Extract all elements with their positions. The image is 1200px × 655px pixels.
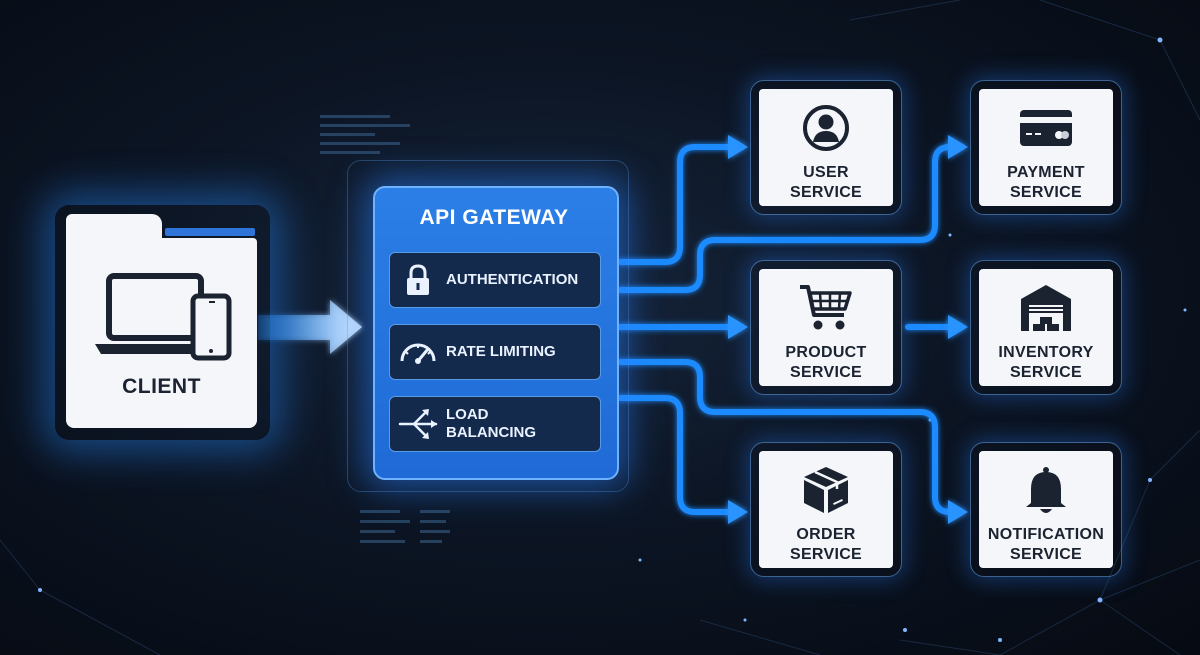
lock-icon — [407, 264, 429, 295]
service-name-line2: SERVICE — [789, 184, 863, 201]
service-name-line2: SERVICE — [1009, 364, 1083, 381]
service-name-line2: SERVICE — [789, 546, 863, 563]
gateway-item-label: LOAD BALANCING — [446, 406, 536, 441]
notification-service-node[interactable]: NOTIFICATION SERVICE — [970, 442, 1122, 577]
flow-to-user-service — [617, 144, 733, 265]
gateway-item-label: RATE LIMITING — [446, 343, 556, 360]
client-to-gateway-arrow — [258, 300, 362, 354]
service-name-line1: NOTIFICATION — [987, 526, 1105, 543]
client-label: CLIENT — [122, 375, 201, 398]
gateway-item-authentication[interactable]: AUTHENTICATION — [389, 252, 601, 308]
user-service-node[interactable]: USER SERVICE — [750, 80, 902, 215]
bell-icon — [1026, 467, 1066, 513]
service-name-line2: SERVICE — [789, 364, 863, 381]
user-icon — [803, 105, 849, 151]
credit-card-icon — [1020, 110, 1072, 146]
service-name-line1: USER — [803, 164, 849, 181]
inventory-service-node[interactable]: INVENTORY SERVICE — [970, 260, 1122, 395]
package-icon — [804, 467, 848, 513]
gateway-item-load-balancing[interactable]: LOAD BALANCING — [389, 396, 601, 452]
service-name-line1: INVENTORY — [998, 344, 1094, 361]
laptop-phone-icon — [94, 273, 231, 361]
service-name-line2: SERVICE — [1009, 546, 1083, 563]
gateway-title: API GATEWAY — [419, 206, 569, 229]
warehouse-icon — [1021, 285, 1071, 331]
client-node[interactable]: CLIENT — [66, 238, 257, 428]
load-balancing-arrows-icon — [398, 409, 438, 439]
flow-to-notification-service — [617, 359, 953, 515]
service-name-line1: PRODUCT — [785, 344, 867, 361]
flow-to-order-service — [617, 395, 733, 515]
product-service-node[interactable]: PRODUCT SERVICE — [750, 260, 902, 395]
flow-to-payment-service — [617, 144, 953, 293]
gateway-item-rate-limiting[interactable]: RATE LIMITING — [389, 324, 601, 380]
service-name-line1: ORDER — [796, 526, 856, 543]
gateway-outer-frame — [347, 160, 629, 492]
shopping-cart-icon — [800, 285, 852, 330]
gateway-item-label: AUTHENTICATION — [446, 271, 579, 288]
service-name-line2: SERVICE — [1009, 184, 1083, 201]
client-folder-accent — [165, 228, 255, 236]
service-name-line1: PAYMENT — [1007, 164, 1085, 181]
order-service-node[interactable]: ORDER SERVICE — [750, 442, 902, 577]
gauge-icon — [400, 343, 436, 364]
payment-service-node[interactable]: PAYMENT SERVICE — [970, 80, 1122, 215]
